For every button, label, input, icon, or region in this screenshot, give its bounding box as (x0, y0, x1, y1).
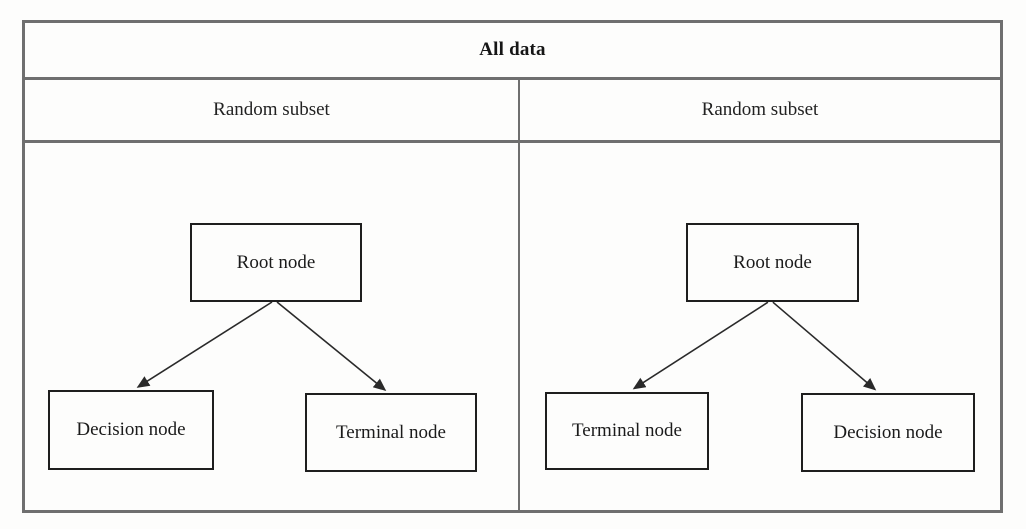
diagram-table: All data Random subset Random subset (22, 20, 1003, 513)
decision-node-label: Decision node (76, 419, 186, 440)
random-subset-label-left: Random subset (213, 99, 330, 120)
decision-node-box-right-tree: Decision node (801, 393, 975, 472)
branch-arrow-right (276, 301, 387, 392)
decision-node-label: Decision node (833, 421, 943, 443)
root-node-box-right-tree: Root node (686, 223, 859, 302)
subset-label-row: Random subset Random subset (25, 80, 1000, 143)
branch-arrow-right (772, 301, 877, 391)
all-data-label: All data (479, 39, 546, 60)
terminal-node-box-left-tree: Terminal node (305, 393, 477, 472)
all-data-header-row: All data (25, 23, 1000, 80)
tree-left: Root node Decision node Terminal node (25, 143, 518, 510)
decision-node-box-left-tree: Decision node (48, 390, 214, 470)
terminal-node-box-right-tree: Terminal node (545, 392, 709, 470)
subset-cell-left: Random subset (25, 80, 518, 140)
root-node-label: Root node (236, 251, 316, 273)
terminal-node-label: Terminal node (572, 420, 682, 441)
root-node-box-left-tree: Root node (190, 223, 362, 302)
branch-arrow-left (632, 301, 769, 390)
branch-arrow-left (136, 301, 273, 388)
tree-right: Root node Terminal node Decision node (518, 143, 1000, 510)
root-node-label: Root node (733, 251, 812, 273)
terminal-node-label: Terminal node (336, 421, 446, 443)
random-subset-label-right: Random subset (701, 99, 819, 120)
subset-cell-right: Random subset (518, 80, 1000, 140)
tree-row: Root node Decision node Terminal node (25, 143, 1000, 510)
